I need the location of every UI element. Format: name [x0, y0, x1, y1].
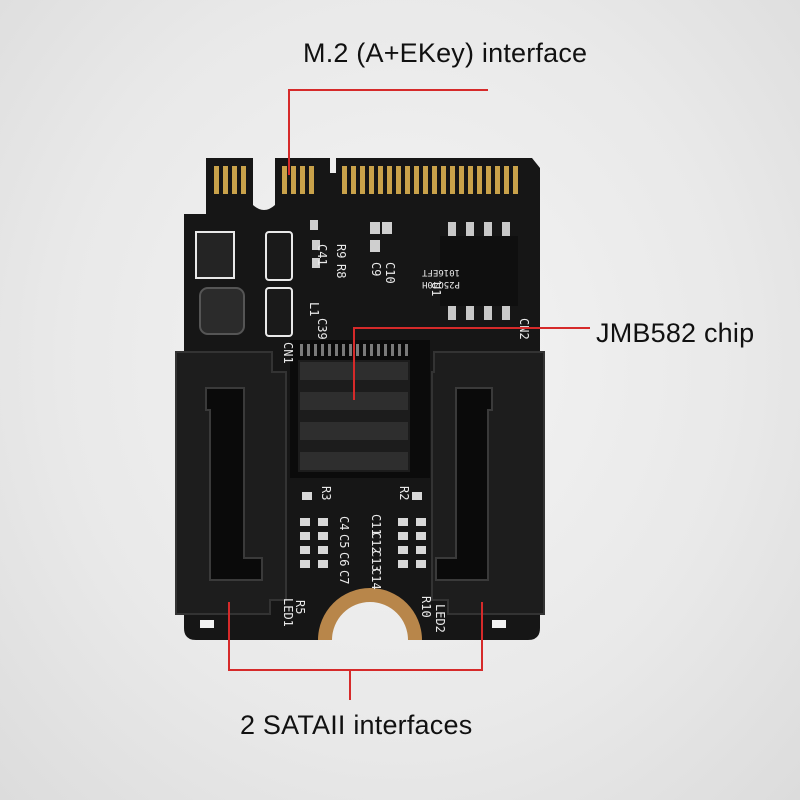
gold-fingers-left — [214, 166, 314, 194]
gold-finger — [441, 166, 446, 194]
gold-finger — [342, 166, 347, 194]
callout-line-sata — [228, 602, 483, 671]
gold-finger — [378, 166, 383, 194]
screw-notch-ring — [318, 588, 422, 640]
chip-pin — [405, 344, 408, 356]
gold-finger — [432, 166, 437, 194]
led1-indicator — [200, 620, 214, 628]
gold-finger — [387, 166, 392, 194]
gold-finger — [450, 166, 455, 194]
gold-finger — [486, 166, 491, 194]
silk-r8: R8 — [334, 264, 348, 278]
silk-cn1: CN1 — [281, 342, 295, 364]
led2-indicator — [492, 620, 506, 628]
silk-c9: C9 — [369, 262, 383, 276]
chip-pin — [356, 344, 359, 356]
callout-line-m2 — [288, 89, 488, 175]
chip-pin — [363, 344, 366, 356]
gold-finger — [351, 166, 356, 194]
chip-pin — [314, 344, 317, 356]
chip-pin — [370, 344, 373, 356]
flash-chip-marking-2: 1016EFT — [421, 267, 460, 277]
silk-c10: C10 — [383, 262, 397, 284]
silk-c13: C13 — [369, 550, 383, 572]
gold-finger — [504, 166, 509, 194]
sata-port-right — [431, 351, 545, 615]
gold-finger — [360, 166, 365, 194]
chip-pins — [300, 344, 408, 356]
silk-c11: C11 — [369, 514, 383, 536]
gold-finger — [423, 166, 428, 194]
silk-led2: LED2 — [433, 604, 447, 633]
silk-led1: LED1 — [281, 598, 295, 627]
chip-pin — [328, 344, 331, 356]
callout-line-chip — [353, 327, 590, 400]
silk-c6: C6 — [337, 552, 351, 566]
gold-finger — [396, 166, 401, 194]
silk-l1: L1 — [307, 302, 321, 316]
silk-u1: U1 — [429, 282, 443, 296]
chip-pin — [377, 344, 380, 356]
silk-r9: R9 — [334, 244, 348, 258]
silk-c41: C41 — [315, 244, 329, 266]
cap-array-right — [398, 492, 426, 568]
chip-pin — [300, 344, 303, 356]
silk-c39: C39 — [315, 318, 329, 340]
silk-c7: C7 — [337, 570, 351, 584]
gold-finger — [414, 166, 419, 194]
inductor-l1 — [199, 287, 245, 335]
chip-pin — [349, 344, 352, 356]
silk-c5: C5 — [337, 534, 351, 548]
gold-finger — [513, 166, 518, 194]
callout-jmb582-chip: JMB582 chip — [596, 318, 755, 348]
chip-pin — [384, 344, 387, 356]
silk-r2: R2 — [397, 486, 411, 500]
cap-array-left — [300, 492, 328, 568]
sata-port-left — [175, 351, 287, 615]
gold-finger — [459, 166, 464, 194]
cap-l1 — [265, 287, 293, 337]
chip-pin — [398, 344, 401, 356]
regulator-chip — [195, 231, 235, 279]
gold-finger — [468, 166, 473, 194]
silk-c4: C4 — [337, 516, 351, 530]
smd-pads-top — [310, 220, 392, 268]
silk-r5: R5 — [293, 600, 307, 614]
gold-finger — [405, 166, 410, 194]
chip-pin — [335, 344, 338, 356]
callout-lines — [228, 89, 590, 700]
gold-finger — [495, 166, 500, 194]
flash-chip-marking-1: P25Q40H — [422, 279, 460, 289]
gold-finger — [477, 166, 482, 194]
chip-pin — [342, 344, 345, 356]
gold-fingers-right — [342, 166, 518, 194]
silk-c12: C12 — [369, 532, 383, 554]
silk-r3: R3 — [319, 486, 333, 500]
cap-c41 — [265, 231, 293, 281]
silk-r10: R10 — [419, 596, 433, 618]
flash-chip-u1 — [440, 222, 518, 320]
callout-sata-interfaces: 2 SATAII interfaces — [240, 710, 473, 740]
callout-m2-interface: M.2 (A+EKey) interface — [303, 38, 588, 68]
chip-pin — [307, 344, 310, 356]
gold-finger — [369, 166, 374, 194]
chip-pin — [321, 344, 324, 356]
silk-c14: C14 — [369, 568, 383, 590]
chip-pin — [391, 344, 394, 356]
